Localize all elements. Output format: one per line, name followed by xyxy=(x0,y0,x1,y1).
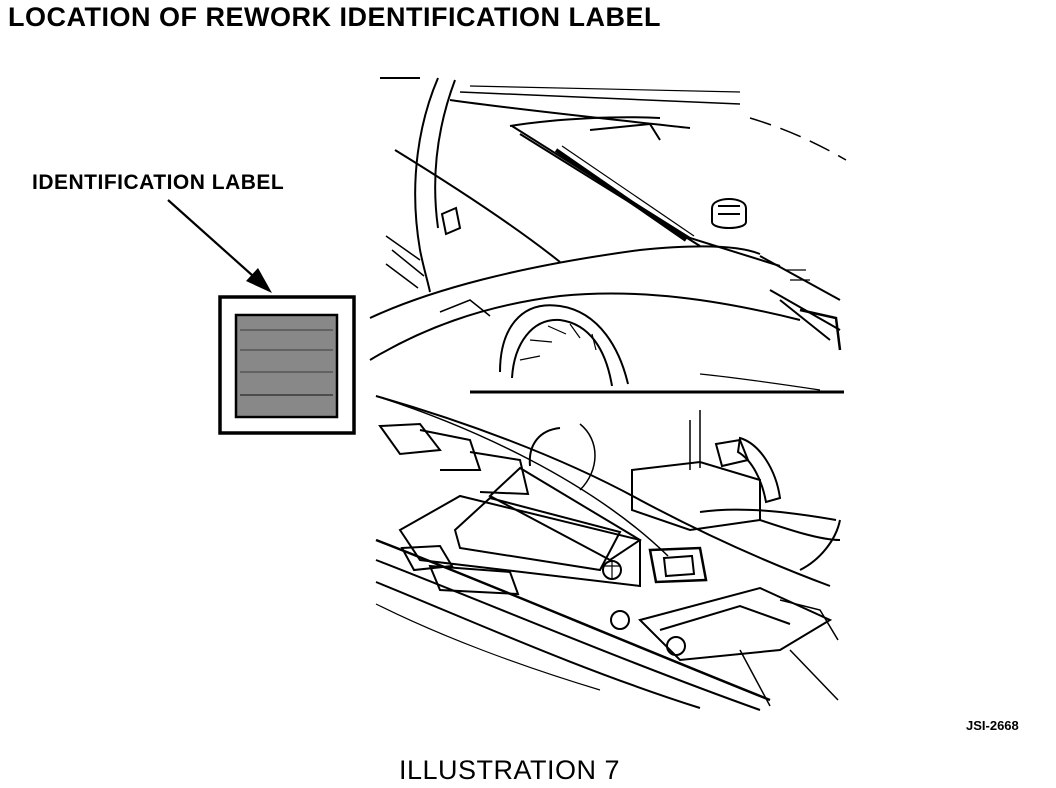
illustration-caption: ILLUSTRATION 7 xyxy=(399,755,621,785)
identification-label-box xyxy=(218,295,356,435)
upper-vehicle-view xyxy=(369,77,847,394)
identification-label-callout: IDENTIFICATION LABEL xyxy=(32,171,285,194)
diagram-title: LOCATION OF REWORK IDENTIFICATION LABEL xyxy=(8,2,661,32)
callout-arrow xyxy=(167,199,272,293)
figure-code: JSI-2668 xyxy=(966,718,1019,733)
lower-panel-view xyxy=(375,395,841,711)
